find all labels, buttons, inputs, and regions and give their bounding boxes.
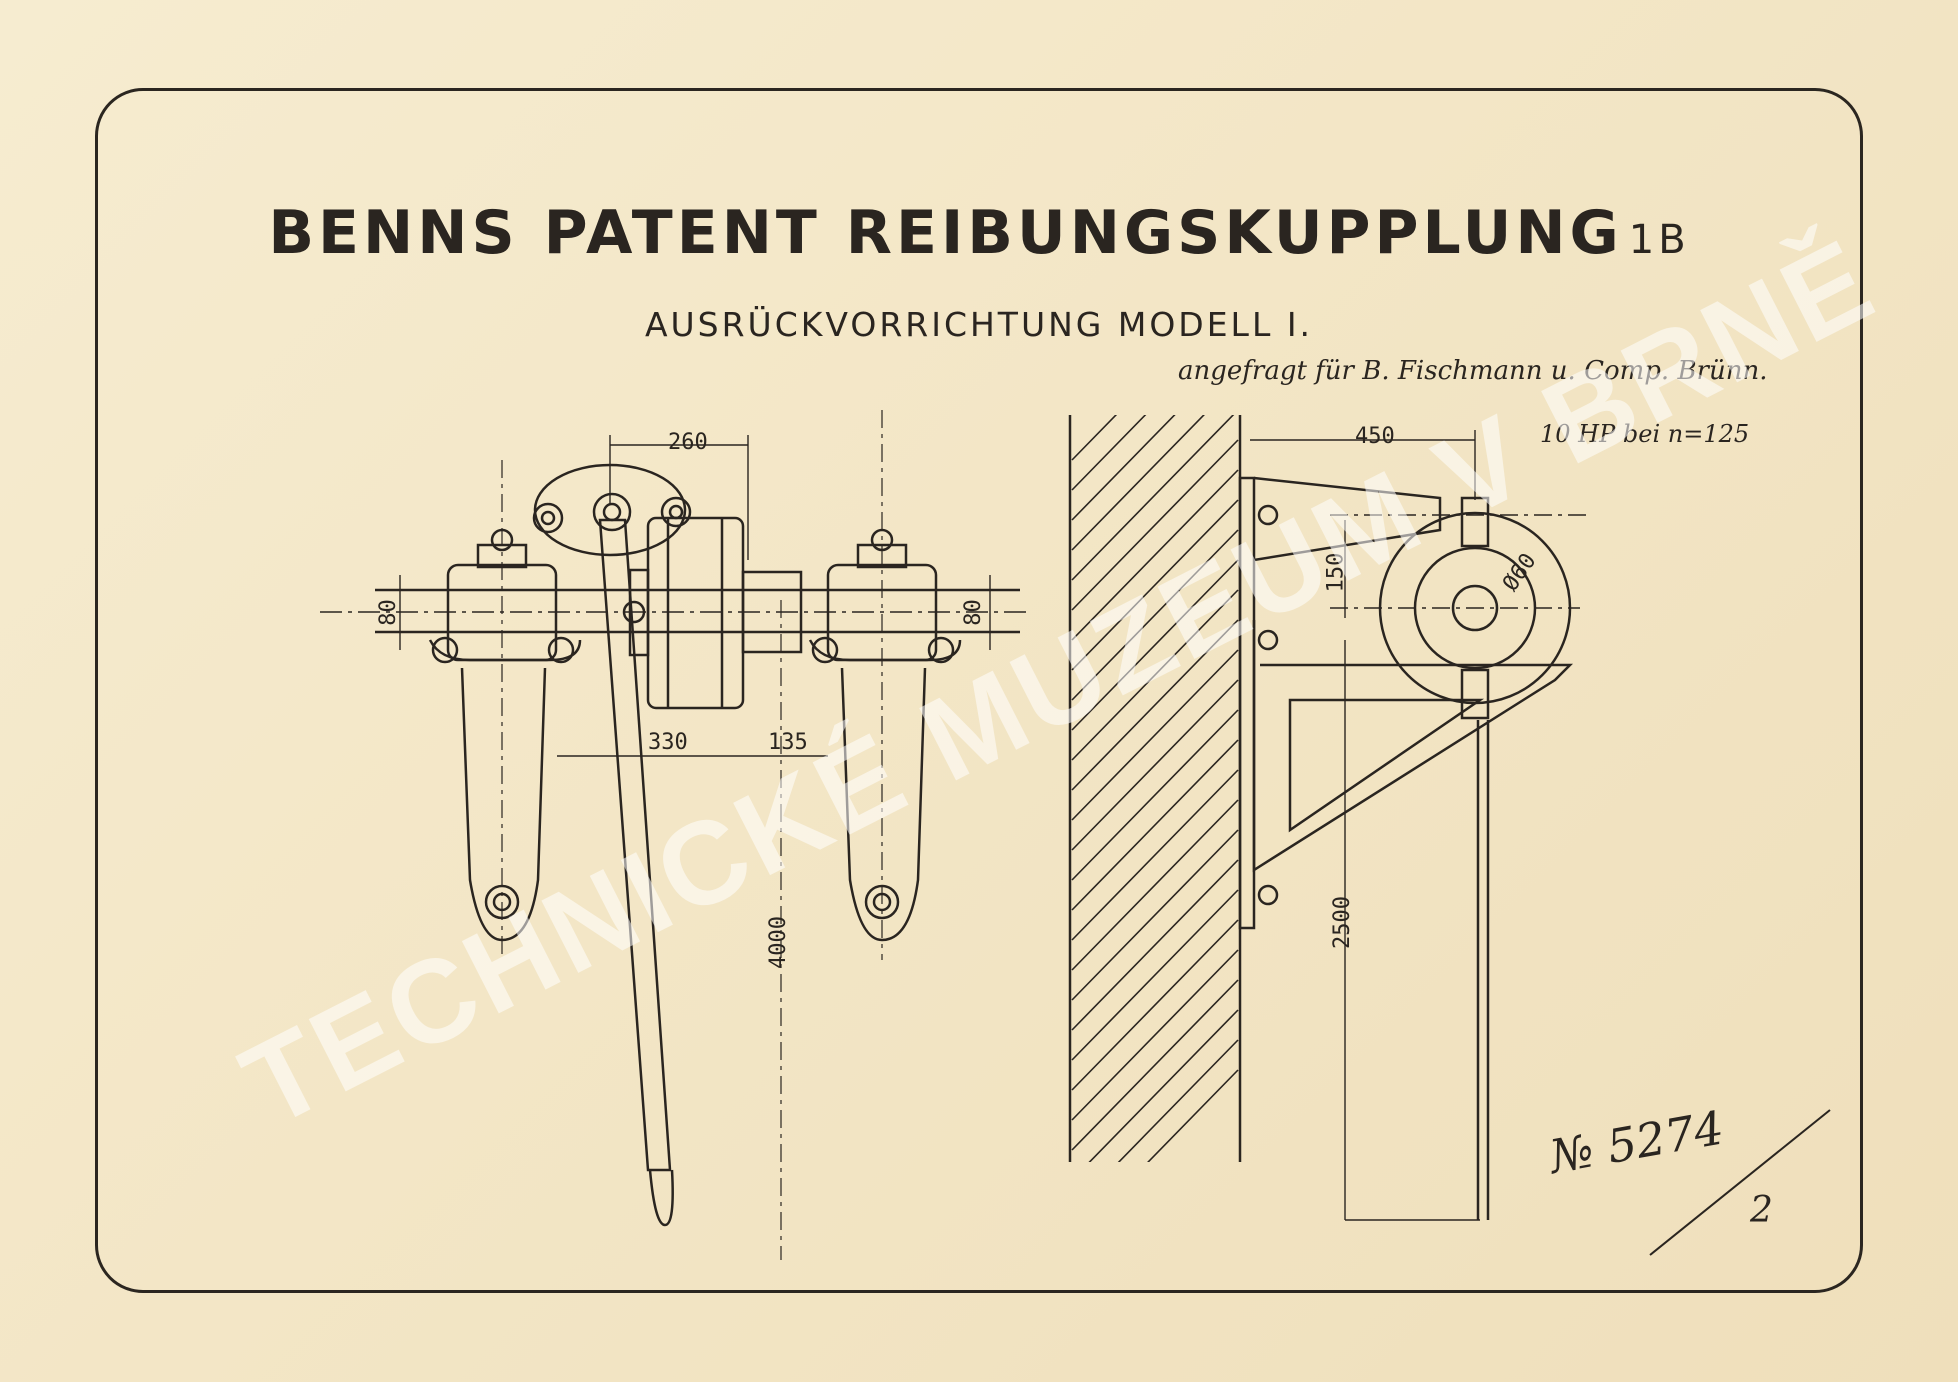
drawing-subtitle: AUSRÜCKVORRICHTUNG MODELL I. (644, 305, 1314, 344)
hatch-line (1071, 829, 1239, 1001)
sheet-number: 2 (1750, 1190, 1773, 1231)
dimension-150: 150 (1323, 552, 1349, 593)
dimension-80-right: 80 (960, 599, 986, 626)
hatch-line (1071, 415, 1176, 521)
hatch-line (1071, 589, 1239, 761)
dimension-2500: 2500 (1329, 896, 1355, 949)
wall-section (1068, 415, 1242, 1162)
hatch-line (1071, 799, 1239, 971)
hatch-line (1071, 499, 1239, 671)
hatch-line (1071, 439, 1239, 611)
hatch-line (1071, 919, 1239, 1091)
hatch-line (1071, 559, 1239, 731)
hatch-line (1071, 415, 1205, 551)
hatch-line (1071, 415, 1235, 581)
hatch-line (1071, 739, 1239, 911)
wall-bracket (1238, 476, 1574, 930)
lever-head (532, 463, 692, 557)
clutch-drum (628, 516, 803, 710)
title-text: BENNS PATENT REIBUNGSKUPPLUNG (268, 198, 1623, 268)
hatch-line (1117, 1039, 1239, 1162)
hatch-line (1071, 415, 1118, 461)
hatch-line (1147, 1069, 1239, 1162)
release-rod (1476, 720, 1490, 1220)
dimension-450: 450 (1355, 424, 1395, 449)
dimension-330: 330 (648, 730, 688, 755)
hatch-line (1071, 529, 1239, 701)
hatch-line (1071, 679, 1239, 851)
hatch-line (1071, 469, 1239, 641)
hatch-line (1071, 709, 1239, 881)
hatch-line (1071, 415, 1147, 491)
handwritten-note: angefragt für B. Fischmann u. Comp. Brün… (1178, 356, 1768, 386)
hatch-line (1071, 949, 1239, 1121)
hatch-line (1071, 889, 1239, 1061)
dimension-4000: 4000 (765, 916, 791, 969)
power-note: 10 HP bei n=125 (1540, 420, 1750, 448)
dimension-260: 260 (668, 430, 708, 455)
hatch-line (1071, 859, 1239, 1031)
hand-lever (598, 518, 782, 1260)
dimension-135: 135 (768, 730, 808, 755)
hatch-line (1088, 1009, 1239, 1162)
left-hanger (428, 460, 582, 960)
hatch-line (1071, 649, 1239, 821)
dimension-80-left: 80 (375, 599, 401, 626)
drawing-border (95, 88, 1863, 1293)
right-hanger (808, 410, 962, 960)
hatch-line (1071, 979, 1239, 1151)
title-mark: 1B (1628, 217, 1690, 263)
hatch-line (1071, 619, 1239, 791)
hatch-line (1071, 769, 1239, 941)
